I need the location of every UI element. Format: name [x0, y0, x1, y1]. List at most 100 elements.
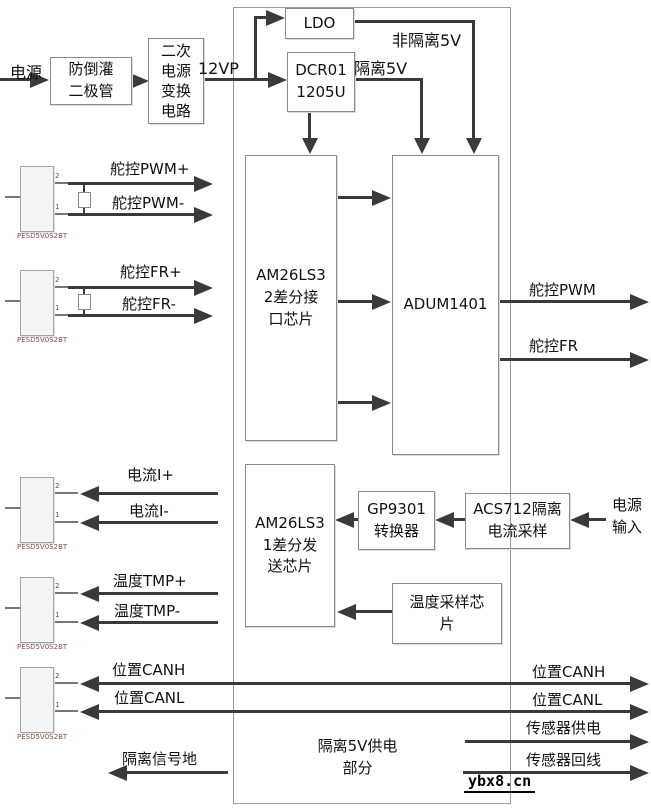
block-anti-backflow-diode: 防倒灌 二极管 [50, 57, 132, 105]
wire-pwm-out [497, 300, 630, 303]
block-gp9301-label: GP9301 转换器 [367, 499, 426, 540]
wire-sensor-return [463, 771, 630, 774]
wire-12vp [202, 78, 268, 81]
label-canh-right: 位置CANH [532, 663, 606, 681]
label-sensor-power: 传感器供电 [526, 719, 602, 737]
pin-number: 2 [55, 582, 60, 590]
block-anti-backflow-label: 防倒灌 二极管 [68, 60, 114, 100]
watermark-ybx8: ybx8.cn [464, 772, 536, 793]
wire-powerin-to-acs712 [588, 518, 606, 521]
pin-stub [52, 286, 70, 288]
connector-left-stub [5, 607, 20, 609]
arrowhead-current-plus [80, 486, 99, 502]
label-isolated-supply-note: 隔离5V供电 部分 [317, 737, 398, 777]
arrowhead-pwm-minus [194, 207, 213, 223]
arrowhead-isolated-gnd [108, 765, 127, 781]
pin-stub [52, 621, 78, 623]
arrowhead-12vp-to-dcdc [268, 72, 287, 88]
arrowhead-temp-plus [80, 586, 99, 602]
label-temp-minus: 温度TMP- [114, 602, 181, 620]
wire-fr-minus [68, 314, 194, 317]
arrowhead-sensor-return [630, 765, 649, 781]
label-pwm-minus: 舵控PWM- [112, 194, 185, 212]
connector-part-number: PESD5V0S2BT [17, 733, 68, 741]
arrowhead-canh-right [630, 676, 649, 692]
pin-stub [52, 182, 70, 184]
connector-current [20, 477, 54, 543]
pin-stub [52, 521, 78, 523]
pin-number: 1 [55, 511, 60, 519]
connector-left-stub [5, 697, 20, 699]
connector-part-number: PESD5V0S2BT [17, 543, 68, 551]
label-fr-plus: 舵控FR+ [120, 263, 182, 281]
arrowhead-sensor-power [630, 734, 649, 750]
wire-dcdc-out-h [353, 78, 423, 81]
termination-resistor [78, 294, 91, 310]
wire-am32-adum-1 [335, 196, 372, 199]
arrowhead-am32-adum-3 [372, 395, 391, 411]
wire-pwm-plus [68, 182, 194, 185]
connector-fr [20, 270, 54, 336]
wire-gp9301-to-am26ls31 [353, 518, 360, 521]
label-temp-plus: 温度TMP+ [113, 572, 187, 590]
block-am26ls31-label: AM26LS3 1差分发 送芯片 [255, 513, 325, 576]
block-gp9301: GP9301 转换器 [358, 491, 435, 550]
arrowhead-powerin-to-acs712 [570, 512, 589, 528]
arrowhead-am32-adum-1 [372, 190, 391, 206]
block-acs712-label: ACS712隔离 电流采样 [473, 500, 562, 540]
connector-temperature [20, 577, 54, 643]
wire-temp-plus [98, 592, 218, 595]
wire-temp-minus [98, 621, 218, 624]
arrowhead-12vp-to-ldo [266, 10, 285, 26]
arrowhead-dcdc-to-am26ls32 [302, 138, 318, 154]
label-power-input-right: 电源 输入 [611, 496, 642, 536]
pin-number: 1 [55, 611, 60, 619]
block-am26ls31: AM26LS3 1差分发 送芯片 [245, 464, 335, 627]
arrowhead-fr-plus [194, 280, 213, 296]
arrowhead-fr-out [630, 352, 649, 368]
arrowhead-current-minus [80, 515, 99, 531]
arrowhead-isolated-5v [414, 138, 430, 154]
pin-number: 2 [55, 482, 60, 490]
pin-stub [52, 682, 78, 684]
pin-number: 1 [55, 304, 60, 312]
wire-am32-adum-3 [335, 401, 372, 404]
wire-fr-out [497, 358, 630, 361]
label-pwm-out: 舵控PWM [529, 281, 596, 299]
pin-stub [52, 492, 78, 494]
connector-pwm [20, 166, 54, 232]
wire-temp-to-am26ls31 [355, 610, 392, 613]
wire-ldo-out-h [352, 20, 475, 23]
label-current-minus: 电流I- [129, 502, 169, 520]
label-canl-left: 位置CANL [114, 689, 185, 707]
block-secondary-converter-label: 二次 电源 变换 电路 [160, 41, 191, 121]
label-pwm-plus: 舵控PWM+ [110, 160, 190, 178]
connector-left-stub [5, 300, 20, 302]
label-canh-left: 位置CANH [112, 661, 186, 679]
block-temp-sampler-label: 温度采样芯 片 [409, 592, 485, 633]
wire-am32-adum-2 [335, 300, 372, 303]
connector-part-number: PESD5V0S2BT [17, 643, 68, 651]
termination-resistor [78, 192, 91, 208]
pin-stub [52, 213, 70, 215]
label-12vp: 12VP [198, 59, 239, 78]
connector-left-stub [5, 196, 20, 198]
arrowhead-am32-adum-2 [372, 294, 391, 310]
connector-part-number: PESD5V0S2BT [17, 336, 68, 344]
arrowhead-pwm-out [630, 294, 649, 310]
wire-sensor-power [465, 740, 630, 743]
isolated-region-box [233, 7, 511, 804]
wire-fr-plus [68, 286, 194, 289]
label-canl-right: 位置CANL [532, 691, 603, 709]
pin-number: 1 [55, 701, 60, 709]
arrowhead-temp-minus [80, 615, 99, 631]
label-isolated-5v: 隔离5V [354, 59, 408, 78]
wire-canh [98, 682, 630, 685]
block-am26ls32-label: AM26LS3 2差分接 口芯片 [256, 266, 326, 328]
pin-number: 2 [55, 276, 60, 284]
block-am26ls32: AM26LS3 2差分接 口芯片 [245, 155, 337, 441]
pin-number: 1 [55, 203, 60, 211]
wire-pwm-minus [68, 213, 194, 216]
connector-part-number: PESD5V0S2BT [17, 232, 68, 240]
